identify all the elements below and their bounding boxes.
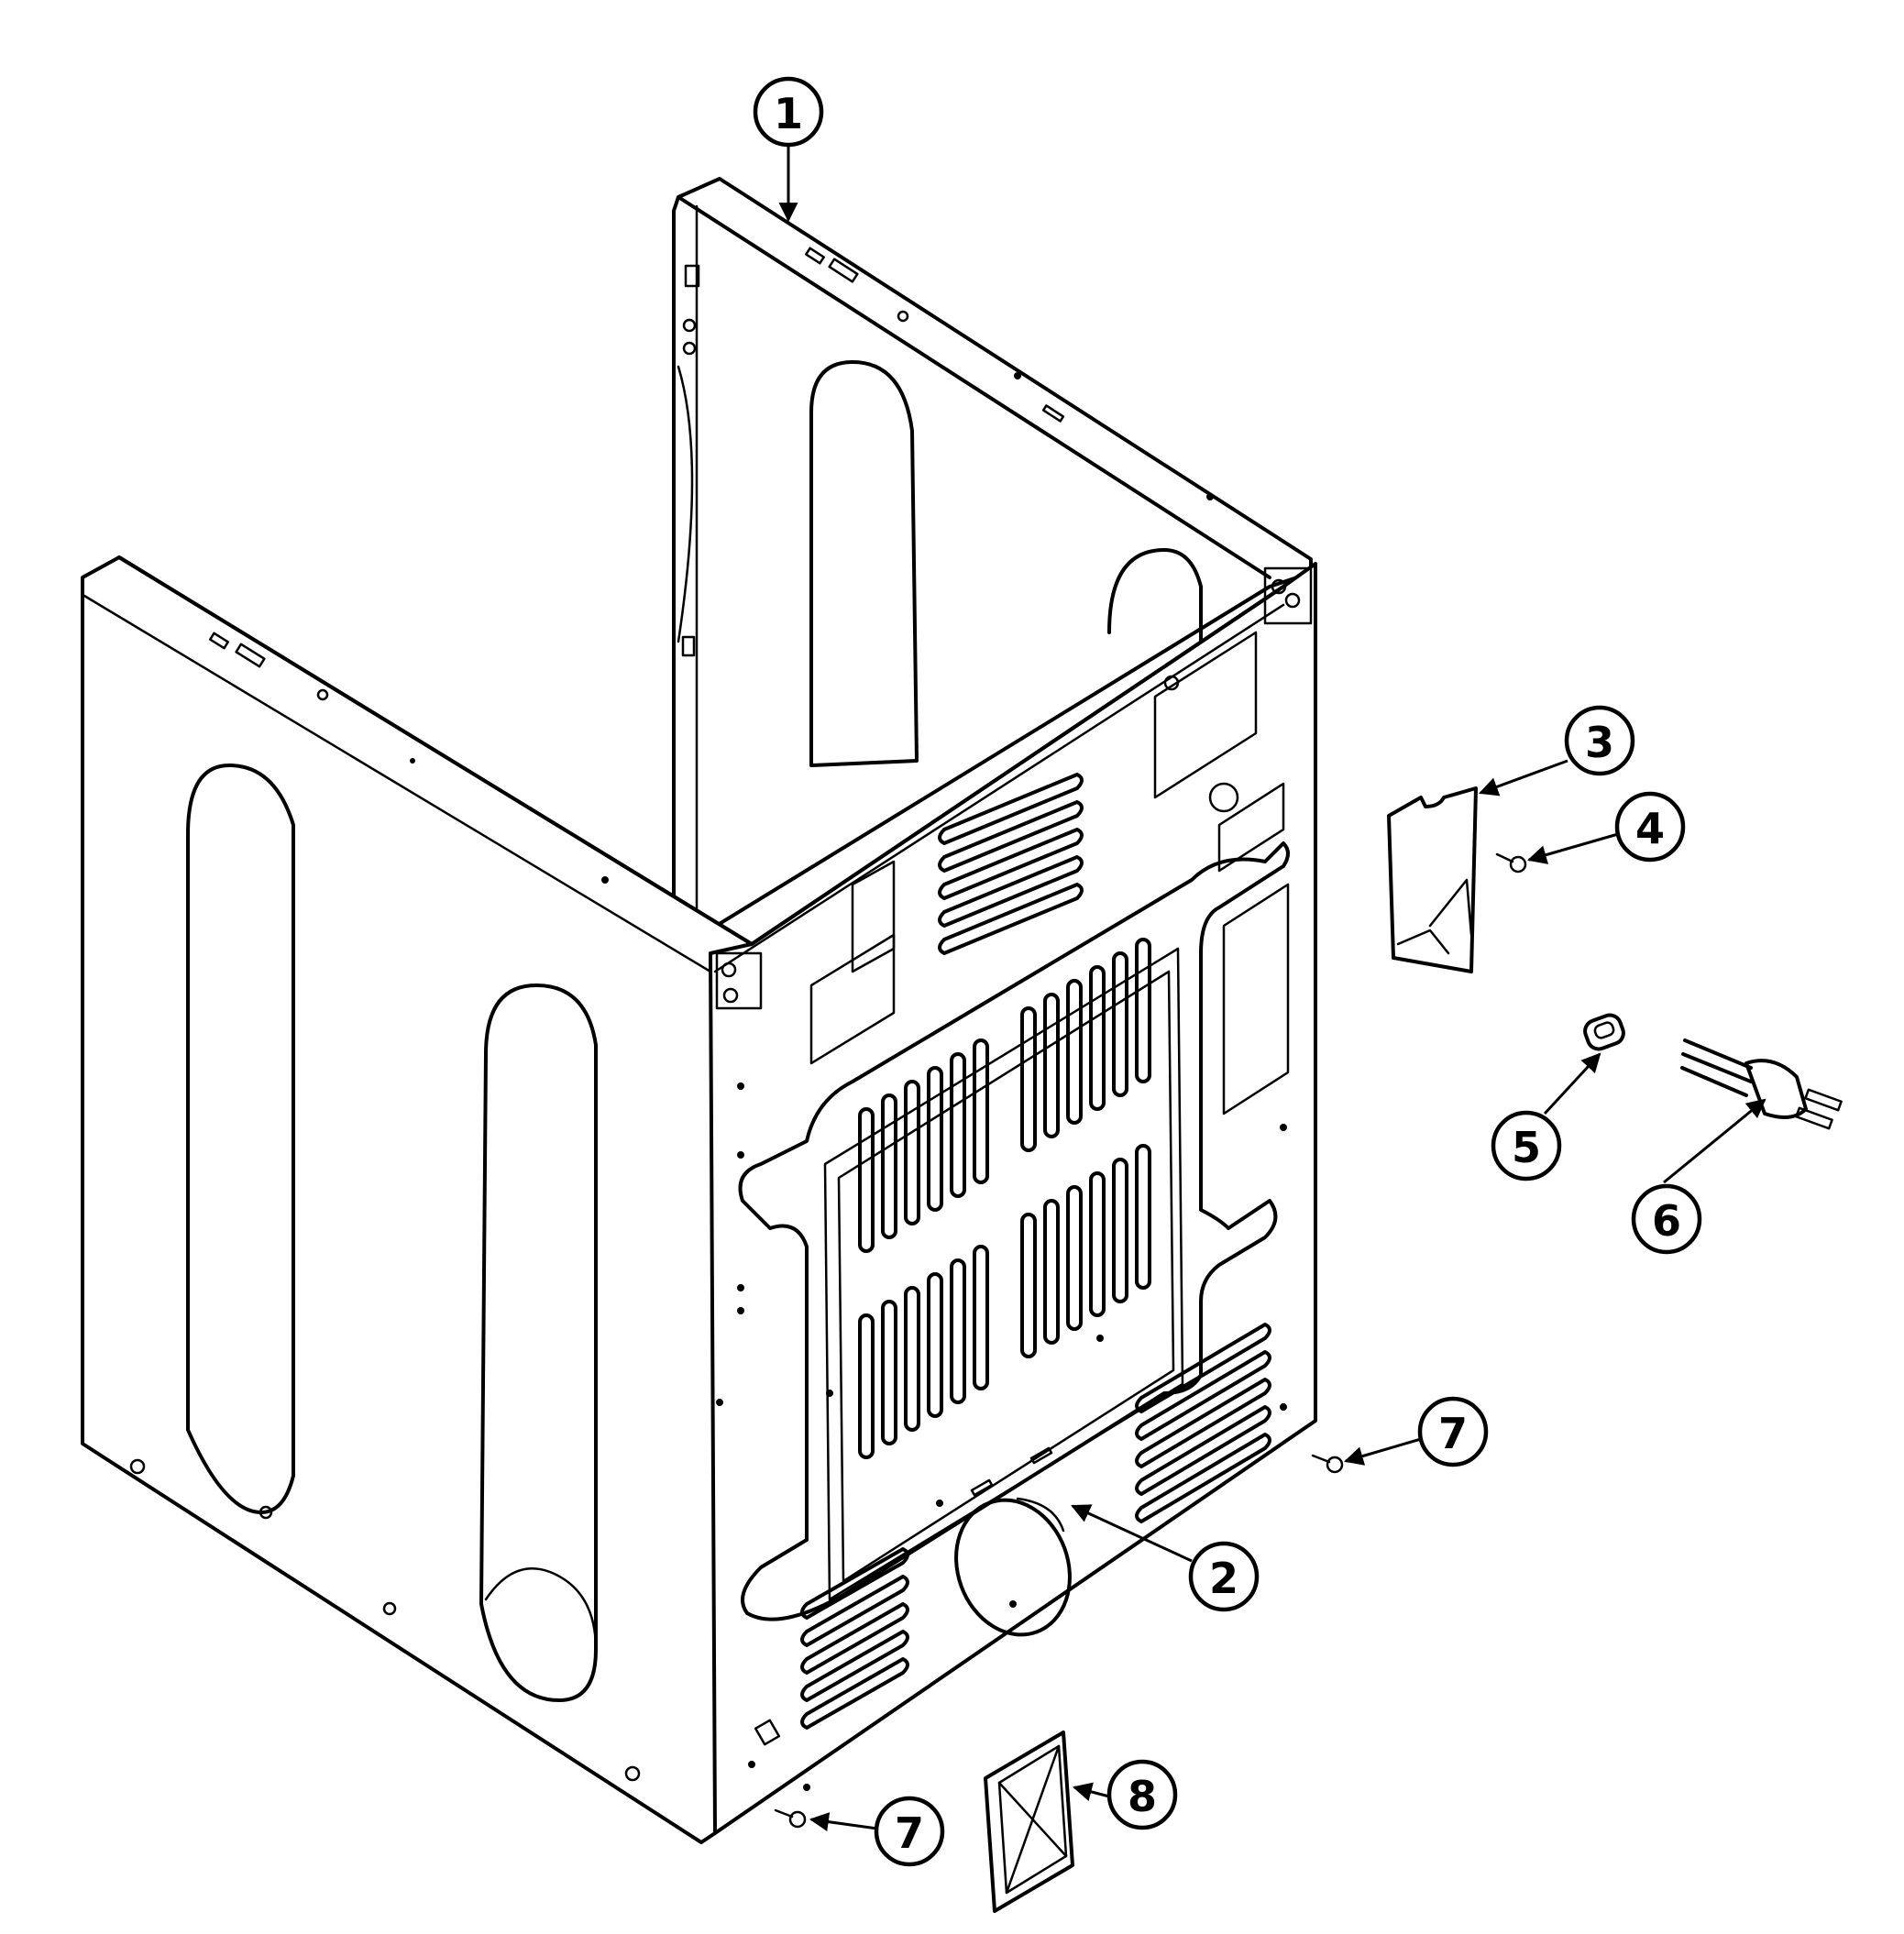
callout-2-label: 2 [1209,1554,1238,1603]
callout-3-label: 3 [1585,718,1614,767]
callout-2: 2 [1188,1541,1260,1612]
callout-4-label: 4 [1635,804,1665,853]
callout-6-label: 6 [1652,1196,1681,1246]
lower-left-louvers [800,1547,909,1730]
callout-5-label: 5 [1512,1123,1541,1172]
callout-7-bottom: 7 [874,1796,945,1867]
callout-3: 3 [1564,705,1635,776]
power-cord [1680,1038,1843,1130]
cover-plate [984,1731,1074,1913]
vertical-slots [858,938,1151,1459]
upper-louvers [938,773,1084,955]
leader-lines [778,142,1766,1832]
screw-part-7-bottom [774,1808,807,1829]
cabinet-left-side-panel [81,555,754,1844]
callout-1-label: 1 [774,89,803,138]
callout-7-right-label: 7 [1438,1409,1468,1458]
callout-6: 6 [1631,1183,1702,1255]
terminal-block-cover [1387,786,1478,973]
lower-right-louvers [1135,1323,1271,1523]
callout-8: 8 [1106,1759,1178,1830]
callout-4: 4 [1614,791,1686,863]
screw-part-7-right [1311,1454,1344,1474]
callout-8-label: 8 [1128,1772,1157,1821]
callout-5: 5 [1491,1110,1562,1181]
cabinet-rear-side-panel [672,177,1313,937]
strain-relief-grommet [1583,1013,1625,1051]
cabinet-rear-panel [709,562,1317,1835]
screw-part-4 [1495,852,1527,874]
callout-7-bottom-label: 7 [895,1808,924,1858]
callout-1: 1 [753,76,824,148]
callout-7-right: 7 [1417,1396,1489,1467]
